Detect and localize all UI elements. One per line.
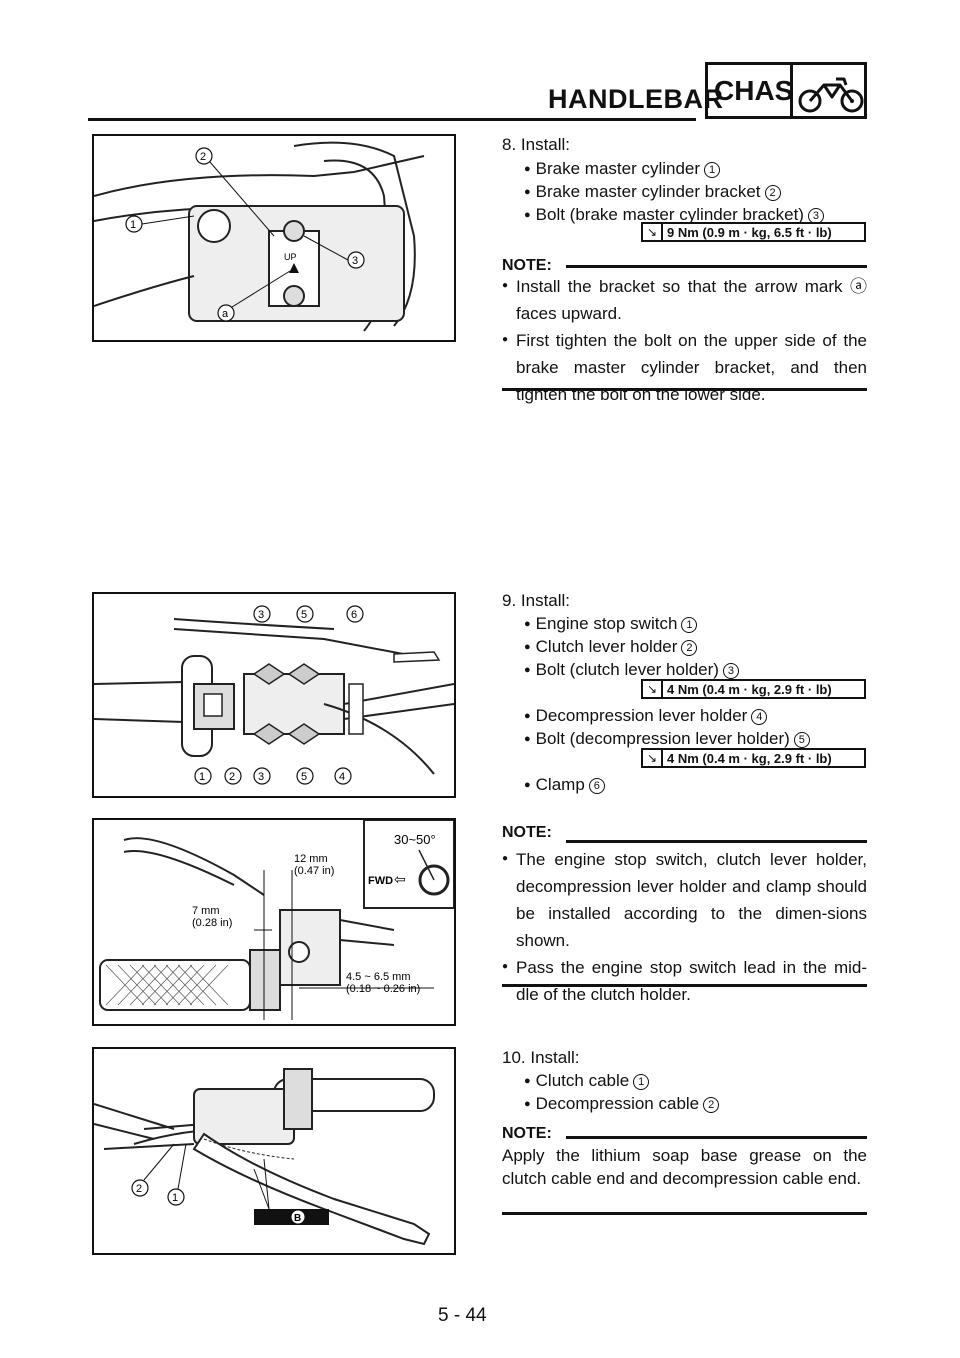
callout-bottom-5: 5 xyxy=(301,771,307,783)
note-label: NOTE: xyxy=(502,1125,552,1142)
callout-3: 3 xyxy=(352,255,358,267)
section-badge: CHAS xyxy=(705,62,867,119)
title-rule xyxy=(88,118,696,121)
callout-bottom-3: 3 xyxy=(258,771,264,783)
callout-2: 2 xyxy=(136,1183,142,1195)
note-label: NOTE: xyxy=(502,824,552,841)
note-item: First tighten the bolt on the upper side… xyxy=(502,326,867,408)
torque-spec: 4 Nm (0.4 m · kg, 2.9 ft · lb) xyxy=(661,748,866,768)
note-item: Install the bracket so that the arrow ma… xyxy=(502,272,867,327)
torque-wrench-icon: ↘ xyxy=(641,679,661,699)
callout-top-5: 5 xyxy=(301,609,307,621)
note-body: Apply the lithium soap base grease on th… xyxy=(502,1146,867,1188)
step-8-label: 8. Install: xyxy=(502,135,571,154)
dim-gap: 4.5 ~ 6.5 mm xyxy=(346,971,411,983)
dim-12mm-in: (0.47 in) xyxy=(294,865,334,877)
note-item: Pass the engine stop switch lead in the … xyxy=(502,953,867,1008)
dim-7mm: 7 mm xyxy=(192,905,220,917)
callout-1: 1 xyxy=(172,1192,178,1204)
callout-1: 1 xyxy=(130,219,136,231)
callout-bottom-4: 4 xyxy=(339,771,345,783)
grease-mark-b: B xyxy=(294,1213,301,1224)
note-label: NOTE: xyxy=(502,257,552,274)
callout-top-6: 6 xyxy=(351,609,357,621)
section-code: CHAS xyxy=(714,75,794,106)
torque-spec: 9 Nm (0.9 m · kg, 6.5 ft · lb) xyxy=(661,222,866,242)
up-marking: UP xyxy=(284,252,297,262)
fwd-arrow-icon: ⇦ xyxy=(394,872,406,888)
motorcycle-icon xyxy=(798,77,864,113)
callout-a: a xyxy=(222,308,229,320)
note-body: The engine stop switch, clutch lever hol… xyxy=(502,845,867,1008)
step-9-label: 9. Install: xyxy=(502,591,571,610)
step-9-item-5: Bolt (decompression lever holder)5 xyxy=(524,727,810,753)
note-rule xyxy=(566,840,867,843)
figure-dimensions: 12 mm (0.47 in) 7 mm (0.28 in) 4.5 ~ 6.5… xyxy=(92,818,456,1026)
callout-top-3: 3 xyxy=(258,609,264,621)
figure-clutch-lever-holder: 3 5 6 1 2 3 5 4 xyxy=(92,592,456,798)
figure-brake-master-cylinder: UP 2 1 3 a xyxy=(92,134,456,342)
dim-7mm-in: (0.28 in) xyxy=(192,917,232,929)
note-end-rule xyxy=(502,388,867,391)
dim-12mm: 12 mm xyxy=(294,853,328,865)
callout-bottom-2: 2 xyxy=(229,771,235,783)
dim-gap-in: (0.18 ~ 0.26 in) xyxy=(346,983,420,995)
note-rule xyxy=(566,265,867,268)
angle-label: 30~50° xyxy=(394,832,436,847)
figure-cables: B 2 1 xyxy=(92,1047,456,1255)
badge-divider xyxy=(790,65,793,116)
note-end-rule xyxy=(502,1212,867,1215)
torque-wrench-icon: ↘ xyxy=(641,748,661,768)
note-rule xyxy=(566,1136,867,1139)
note-end-rule xyxy=(502,984,867,987)
callout-2: 2 xyxy=(200,151,206,163)
section-title: HANDLEBAR xyxy=(548,84,724,114)
fwd-label: FWD xyxy=(368,875,393,887)
note-item: The engine stop switch, clutch lever hol… xyxy=(502,845,867,954)
page-number: 5 - 44 xyxy=(438,1305,487,1326)
step-10-label: 10. Install: xyxy=(502,1048,580,1067)
torque-wrench-icon: ↘ xyxy=(641,222,661,242)
callout-bottom-1: 1 xyxy=(199,771,205,783)
torque-spec: 4 Nm (0.4 m · kg, 2.9 ft · lb) xyxy=(661,679,866,699)
step-9-item-3: Bolt (clutch lever holder)3 xyxy=(524,658,739,684)
